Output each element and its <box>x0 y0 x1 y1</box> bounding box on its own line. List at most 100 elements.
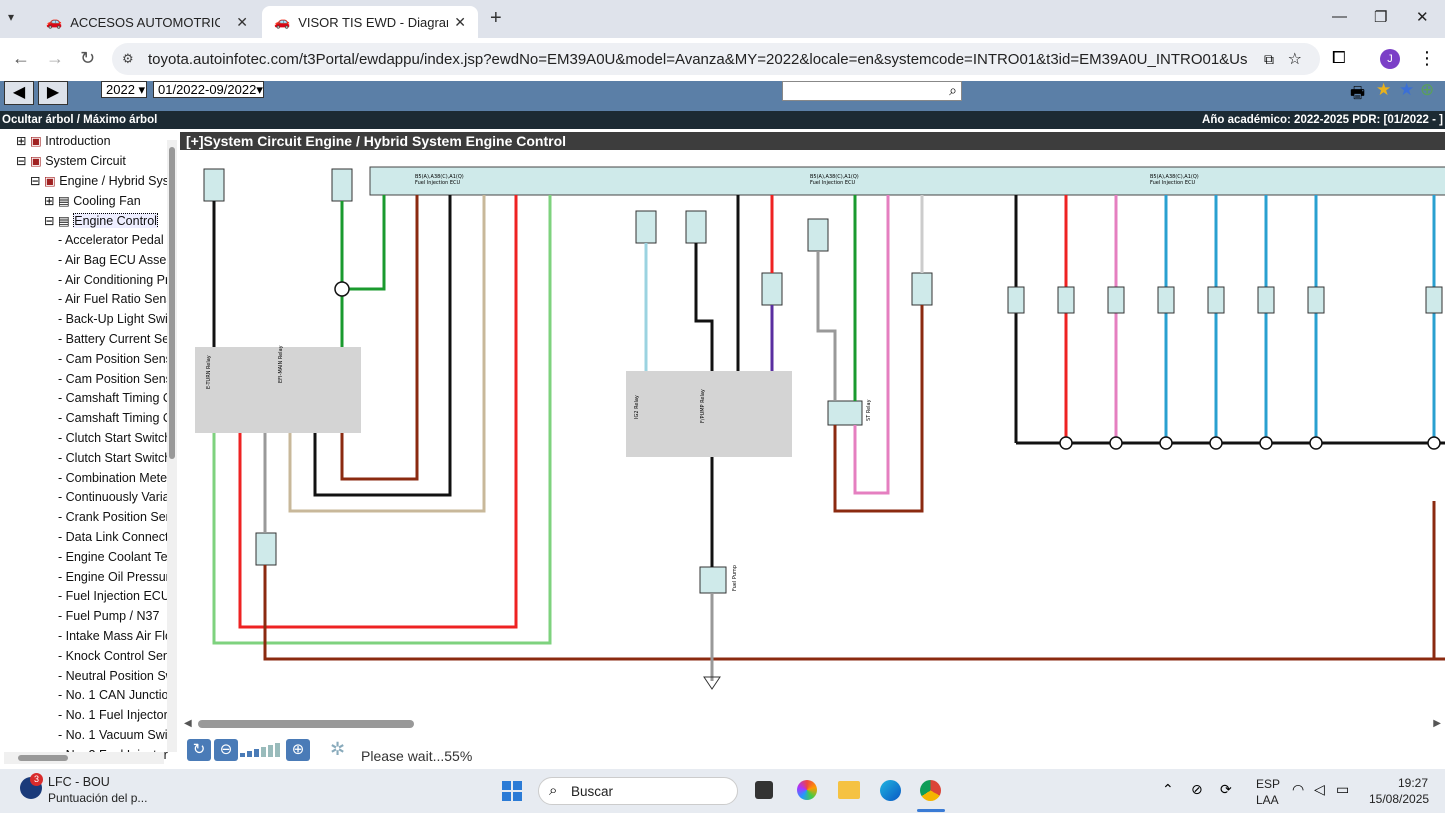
prev-arrow-button[interactable]: ◀ <box>4 81 34 105</box>
windows-start-icon[interactable] <box>502 781 522 801</box>
tree-hscroll-thumb[interactable] <box>18 755 68 761</box>
car-icon: 🚗 <box>274 14 291 29</box>
tree-subitem[interactable]: - Combination Meter <box>58 470 168 485</box>
network-off-icon[interactable]: ⊘ <box>1191 781 1203 797</box>
translate-icon[interactable]: ⧉ <box>1264 50 1274 67</box>
tree-item-engine-hybrid[interactable]: ⊟ ▣ Engine / Hybrid Syst <box>30 173 170 188</box>
tab-search-icon[interactable]: ▾ <box>8 10 15 24</box>
diagram-viewer[interactable]: [+]System Circuit Engine / Hybrid System… <box>180 129 1445 731</box>
battery-icon[interactable]: ▭ <box>1336 781 1350 797</box>
tree-subitem[interactable]: - Air Conditioning Pre <box>58 272 168 287</box>
tree-item-introduction[interactable]: ⊞ ▣ Introduction <box>16 134 111 148</box>
tree-subitem[interactable]: - Accelerator Pedal (v <box>58 233 168 247</box>
period-select[interactable]: 01/2022-09/2022▾ <box>153 81 264 98</box>
search-icon[interactable]: ⌕ <box>949 82 957 98</box>
tree-subitem[interactable]: - Engine Oil Pressure <box>58 569 168 584</box>
tree-item-system-circuit[interactable]: ⊟ ▣ System Circuit <box>16 154 126 168</box>
tree-subitem[interactable]: - No. 1 CAN Junction <box>58 688 168 703</box>
zoom-level-indicator[interactable] <box>240 743 284 757</box>
add-icon[interactable]: ⊕ <box>1420 80 1435 99</box>
tree-subitem[interactable]: - Engine Coolant Ten <box>58 549 168 564</box>
tree-subitem[interactable]: - Neutral Position Sw <box>58 668 168 683</box>
navigation-tree: ⊞ ▣ Introduction ⊟ ▣ System Circuit ⊟ ▣ … <box>0 129 178 766</box>
app-title[interactable]: LFC - BOU <box>48 775 110 789</box>
scroll-right-icon[interactable]: ▶ <box>1433 718 1441 729</box>
minimize-icon[interactable]: — <box>1332 8 1347 25</box>
wiring-diagram[interactable]: B5(A),A38(C),A1(Q) Fuel Injection ECU B5… <box>180 151 1445 731</box>
site-info-icon[interactable]: ⚙ <box>122 51 134 66</box>
diagram-scroll-thumb[interactable] <box>198 720 414 728</box>
menu-icon[interactable]: ⋮ <box>1418 48 1436 68</box>
tab-title: ACCESOS AUTOMOTRICES ONL <box>70 14 221 30</box>
taskbar-search-box[interactable]: ⌕ Buscar <box>538 777 738 805</box>
reload-icon[interactable]: ↻ <box>80 48 96 68</box>
tree-subitem[interactable]: - Battery Current Ser <box>58 332 168 346</box>
chrome-icon[interactable] <box>920 780 941 801</box>
search-input[interactable]: ⌕ <box>782 81 962 101</box>
tree-subitem[interactable]: - Crank Position Sens <box>58 510 168 525</box>
zoom-in-icon[interactable]: ⊕ <box>286 739 310 761</box>
tree-subitem[interactable]: - Cam Position Sensc <box>58 351 168 366</box>
tree-subitem[interactable]: - Continuously Variat <box>58 490 168 505</box>
task-view-icon[interactable] <box>755 781 773 799</box>
tree-subitem[interactable]: - Fuel Injection ECU . <box>58 589 168 604</box>
tab-accesos[interactable]: 🚗 ACCESOS AUTOMOTRICES ONL ✕ <box>34 6 260 38</box>
tree-scroll-thumb[interactable] <box>169 147 175 459</box>
tree-item-engine-control[interactable]: ⊟ ▤ Engine Control <box>44 213 158 228</box>
zoom-out-icon[interactable]: ⊖ <box>214 739 238 761</box>
tree-subitem[interactable]: - Clutch Start Switch <box>58 431 168 445</box>
new-tab-button[interactable]: + <box>490 7 502 29</box>
clock-time[interactable]: 19:27 <box>1398 776 1429 790</box>
tree-subitem[interactable]: - Cam Position Sensc <box>58 371 168 386</box>
avatar[interactable]: J <box>1380 49 1400 69</box>
star-bookmark-icon[interactable]: ★ <box>1376 80 1392 99</box>
next-arrow-button[interactable]: ▶ <box>38 81 68 105</box>
file-explorer-icon[interactable] <box>838 781 860 799</box>
close-icon[interactable]: ✕ <box>454 13 466 30</box>
wifi-icon[interactable]: ◠ <box>1292 781 1305 797</box>
print-icon[interactable]: 🖶 <box>1350 85 1366 102</box>
scroll-left-icon[interactable]: ◀ <box>184 718 192 729</box>
tree-subitem[interactable]: - Clutch Start Switch <box>58 450 168 465</box>
diagram-horizontal-scrollbar[interactable]: ◀ ▶ <box>180 718 1445 732</box>
copilot-icon[interactable] <box>797 780 817 800</box>
url-field[interactable]: ⚙ toyota.autoinfotec.com/t3Portal/ewdapp… <box>112 43 1320 75</box>
refresh-icon[interactable]: ↻ <box>187 739 211 761</box>
tree-subitem[interactable]: - No. 1 Fuel Injector <box>58 708 168 723</box>
forward-icon[interactable]: → <box>46 48 64 68</box>
star-icon[interactable]: ☆ <box>1287 51 1302 68</box>
wire-brown <box>263 565 1445 661</box>
tree-subitem[interactable]: - Air Fuel Ratio Sens <box>58 292 168 307</box>
restore-icon[interactable]: ❐ <box>1374 9 1388 26</box>
back-icon[interactable]: ← <box>12 48 30 68</box>
extensions-icon[interactable]: ⧠ <box>1332 48 1346 67</box>
edge-icon[interactable] <box>880 780 901 801</box>
injector-3 <box>1157 286 1175 314</box>
tree-subitem[interactable]: - Camshaft Timing O <box>58 391 168 406</box>
tree-subitem[interactable]: - Knock Control Sens <box>58 648 168 663</box>
vsv-1 <box>1207 286 1225 314</box>
tree-horizontal-scrollbar[interactable] <box>4 752 164 764</box>
year-select[interactable]: 2022 ▾ <box>101 81 147 98</box>
tree-subitem[interactable]: - Camshaft Timing O <box>58 411 168 426</box>
tree-subitem[interactable]: - Air Bag ECU Assem <box>58 252 168 267</box>
splice-point <box>1059 436 1073 450</box>
tree-subitem[interactable]: - No. 1 Vacuum Swit <box>58 728 168 742</box>
tree-subitem[interactable]: - Fuel Pump / N37 <box>58 609 160 624</box>
tree-subitem[interactable]: - Data Link Connecto <box>58 530 168 544</box>
toggle-tree-link[interactable]: Ocultar árbol / Máximo árbol <box>2 114 158 126</box>
volume-icon[interactable]: ◁ <box>1314 781 1325 797</box>
tree-subitem[interactable]: - Back-Up Light Swit <box>58 312 168 327</box>
lang-layout[interactable]: LAA <box>1256 793 1279 807</box>
lang-code[interactable]: ESP <box>1256 777 1281 791</box>
sync-icon[interactable]: ⟳ <box>1220 781 1232 797</box>
close-window-icon[interactable]: ✕ <box>1416 9 1429 26</box>
clock-date[interactable]: 15/08/2025 <box>1369 792 1430 806</box>
academic-year-label: Año académico: 2022-2025 PDR: [01/2022 -… <box>1202 114 1443 126</box>
tree-item-cooling-fan[interactable]: ⊞ ▤ Cooling Fan <box>44 194 141 208</box>
tab-visor[interactable]: 🚗 VISOR TIS EWD - Diagrama de ✕ <box>262 6 478 38</box>
close-icon[interactable]: ✕ <box>236 13 248 30</box>
tree-subitem[interactable]: - Intake Mass Air Flo <box>58 629 168 643</box>
favorite-icon[interactable]: ★ <box>1399 80 1415 99</box>
chevron-up-icon[interactable]: ⌃ <box>1162 781 1174 797</box>
